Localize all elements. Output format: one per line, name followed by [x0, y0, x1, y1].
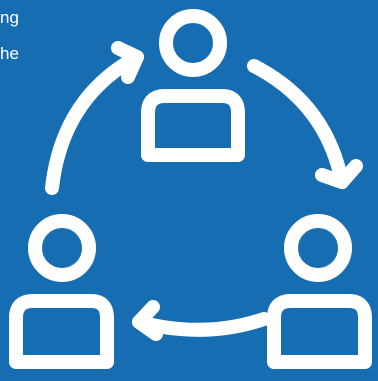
arrow-right-to-left [132, 300, 271, 341]
person-icon-top [141, 9, 245, 162]
text-fragment-2: he [0, 44, 19, 63]
arrow-left-to-top [45, 41, 144, 195]
person-icon-right [267, 214, 372, 369]
person-icon-left [9, 214, 114, 369]
arrow-top-to-right [247, 59, 363, 189]
text-fragment-1: ng [0, 8, 19, 27]
